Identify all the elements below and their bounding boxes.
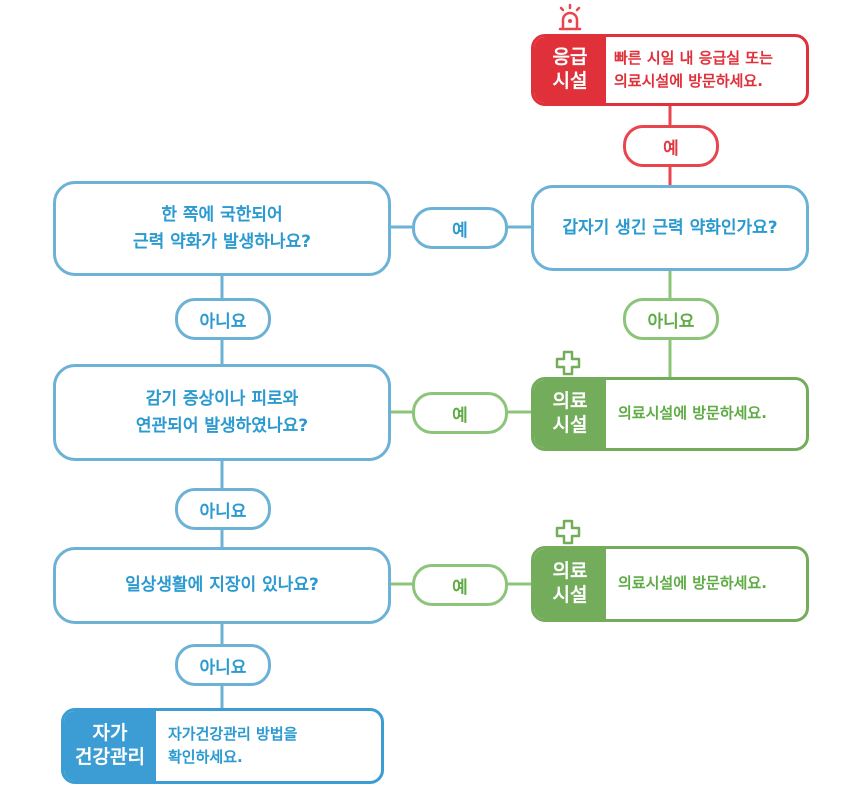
yes-pill-sudden: 예: [623, 125, 719, 167]
question-one-side: 한 쪽에 국한되어 근력 약화가 발생하나요?: [53, 181, 391, 276]
clinic-text: 의료시설에 방문하세요.: [618, 404, 767, 423]
clinic-text: 의료시설에 방문하세요.: [618, 574, 767, 593]
no-pill-daily: 아니요: [175, 644, 271, 686]
selfcare-tag: 자가 건강관리: [64, 711, 156, 781]
no-pill-sudden: 아니요: [623, 298, 719, 340]
no-pill-one-side: 아니요: [175, 298, 271, 340]
medical-cross-icon: [555, 519, 581, 545]
selfcare-text: 자가건강관리 방법을 확인하세요.: [168, 724, 298, 766]
no-pill-cold: 아니요: [175, 488, 271, 530]
emergency-tag: 응급 시설: [534, 37, 606, 103]
question-sudden-weakness: 갑자기 생긴 근력 약화인가요?: [531, 185, 809, 271]
yes-pill-daily: 예: [412, 564, 508, 606]
clinic-tag: 의료 시설: [534, 380, 606, 448]
emergency-facility-box: 응급 시설 빠른 시일 내 응급실 또는 의료시설에 방문하세요.: [531, 34, 809, 106]
selfcare-result-box: 자가 건강관리 자가건강관리 방법을 확인하세요.: [61, 708, 384, 784]
yes-pill-cold: 예: [412, 392, 508, 434]
clinic-result-box: 의료 시설 의료시설에 방문하세요.: [531, 377, 809, 451]
yes-pill-one-side: 예: [412, 207, 508, 249]
question-daily-life: 일상생활에 지장이 있나요?: [53, 547, 391, 624]
medical-cross-icon: [555, 350, 581, 376]
question-cold-fatigue: 감기 증상이나 피로와 연관되어 발생하였나요?: [53, 364, 391, 461]
siren-icon: [558, 3, 582, 31]
clinic-tag: 의료 시설: [534, 549, 606, 619]
emergency-text: 빠른 시일 내 응급실 또는 의료시설에 방문하세요.: [614, 48, 773, 90]
clinic-result-box: 의료 시설 의료시설에 방문하세요.: [531, 546, 809, 622]
